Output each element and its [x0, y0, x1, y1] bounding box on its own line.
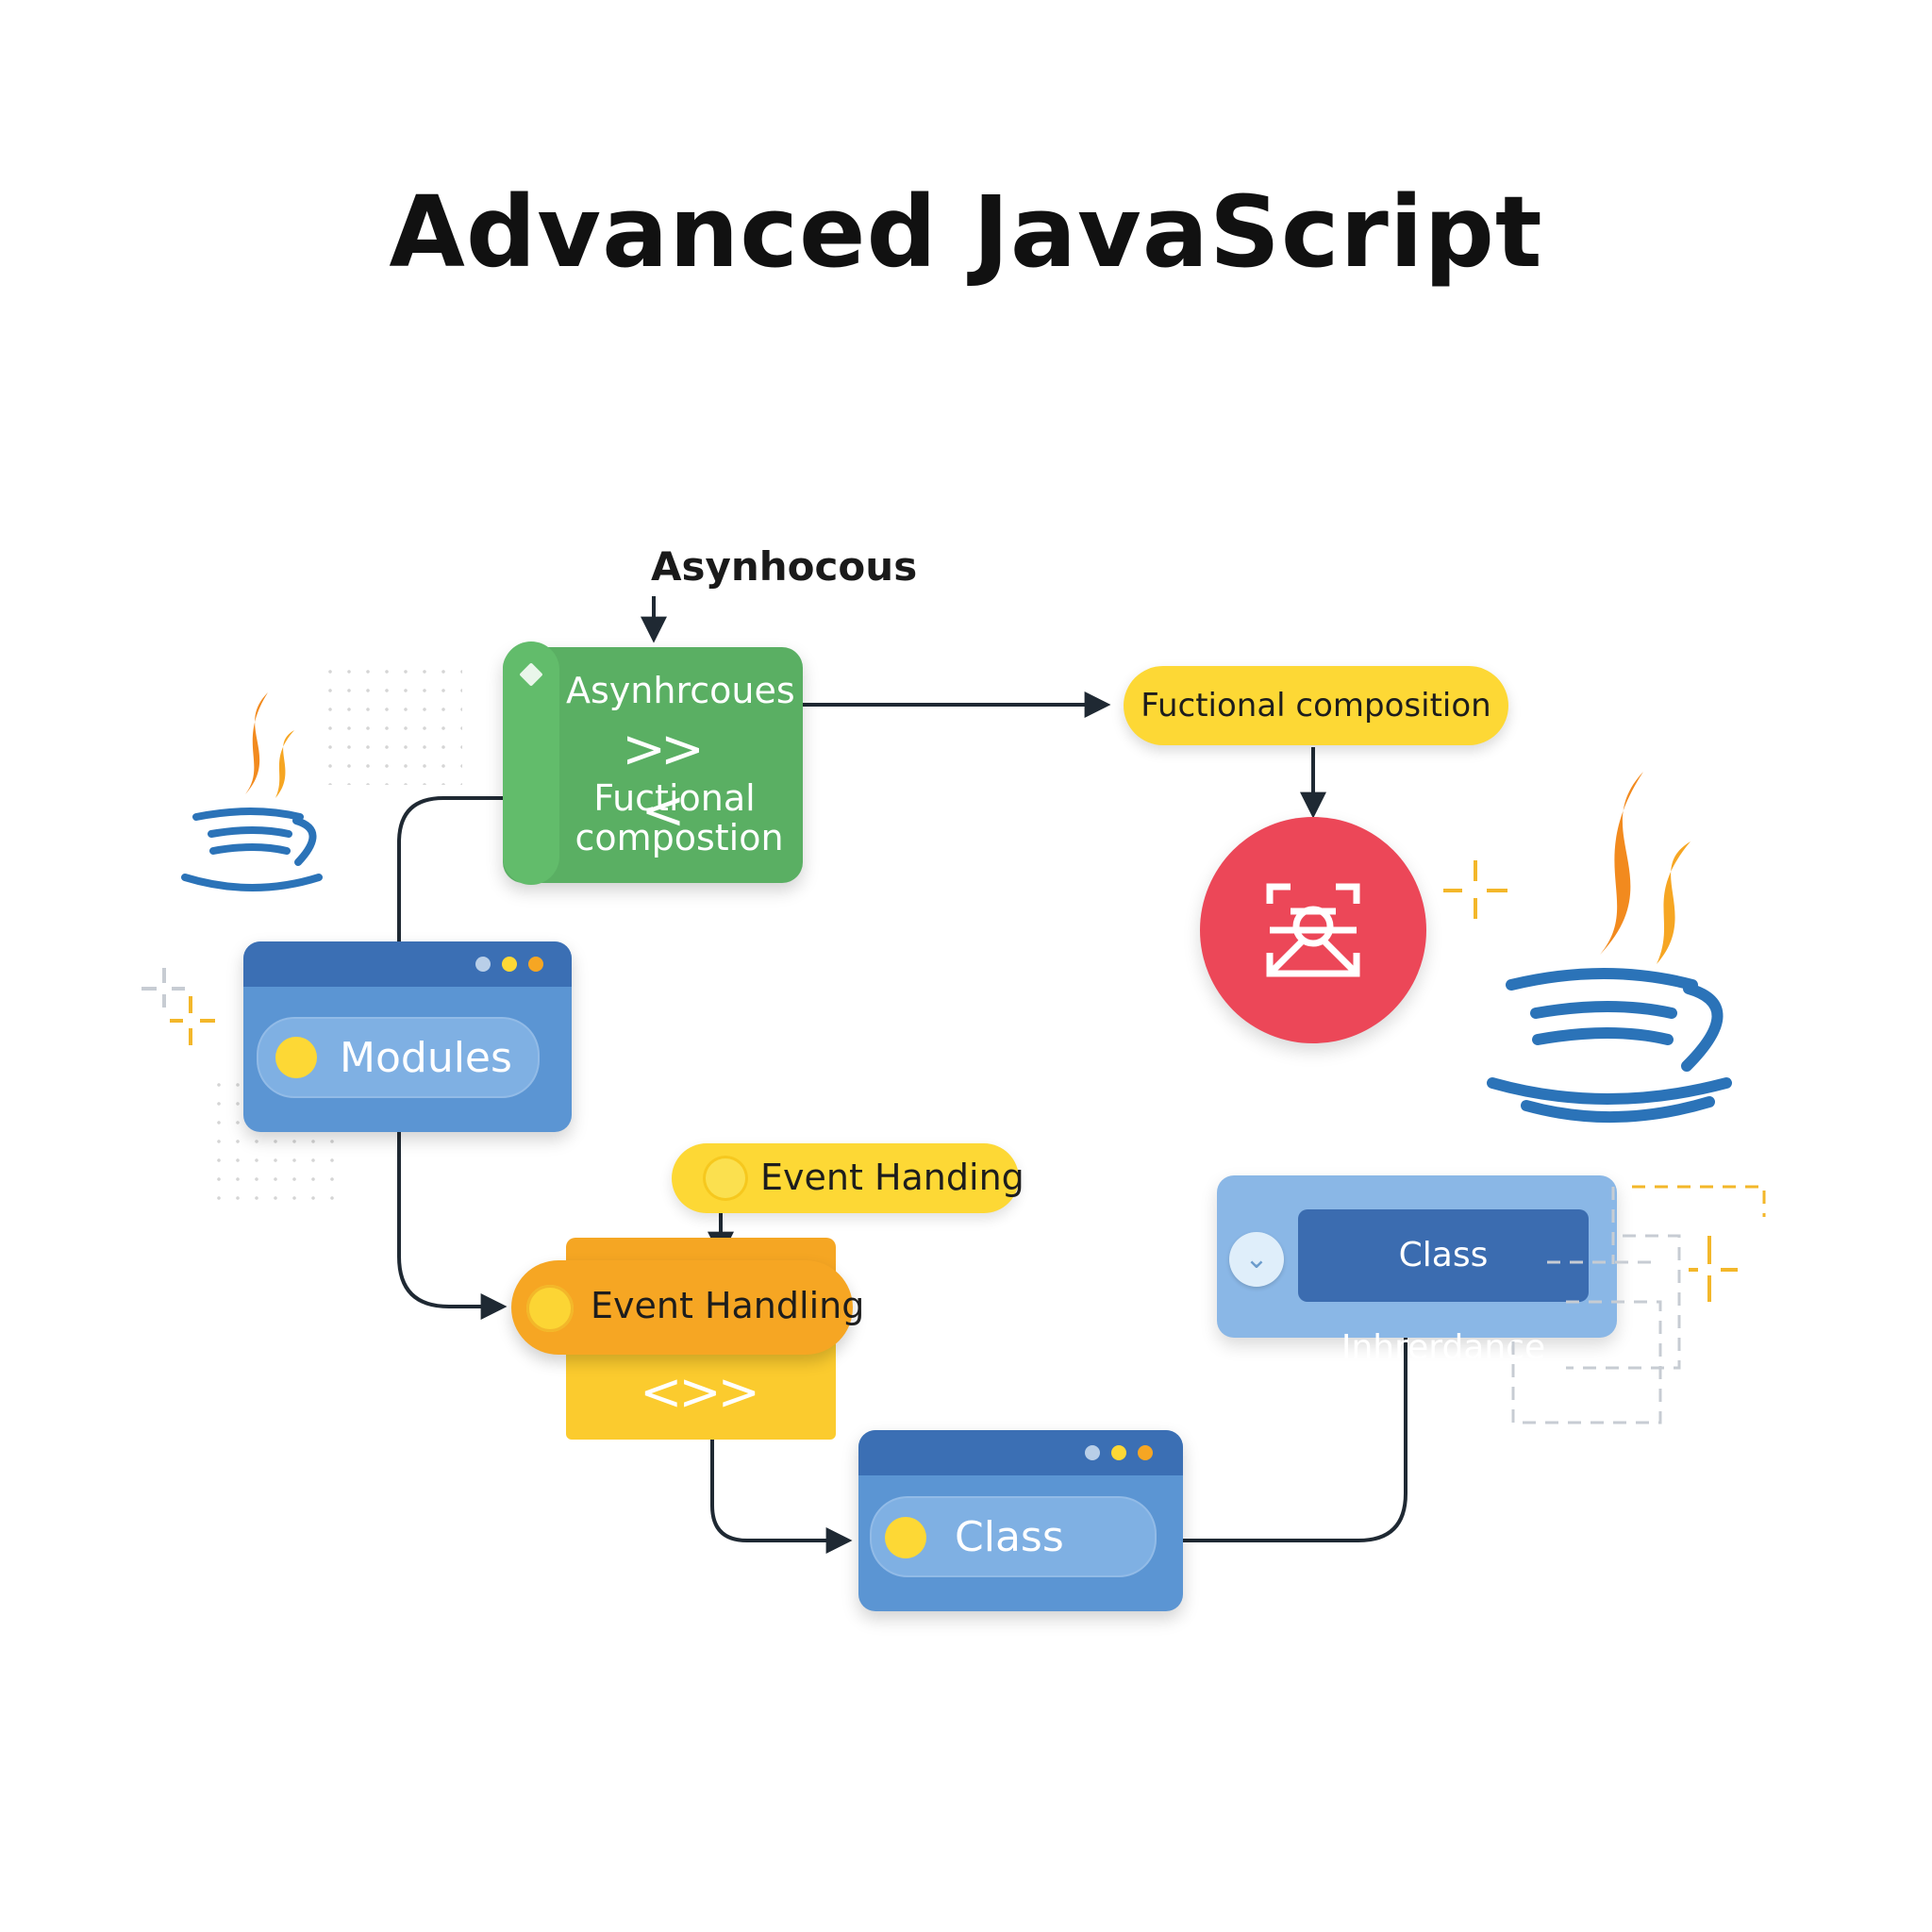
page-title: Advanced JavaScript [389, 175, 1543, 290]
window-dot-orange [528, 957, 543, 972]
class-dot [885, 1517, 926, 1558]
modules-window-bar [243, 941, 572, 987]
camera-frame-icon [1266, 883, 1360, 977]
class-inheritance-label: Class Inhrerdance [1298, 1209, 1589, 1367]
event-handing-label: Event Handing [760, 1157, 1024, 1198]
sparkle-icon [1443, 860, 1507, 919]
arrow-event-to-class [710, 1440, 853, 1554]
modules-dot [275, 1037, 317, 1078]
sparkle-icon [142, 968, 215, 1045]
event-handing-dot [703, 1156, 748, 1201]
class-label: Class [955, 1513, 1064, 1561]
functional-composition-pill[interactable]: Fuctional composition [1124, 666, 1508, 745]
window-dot-orange [1138, 1445, 1153, 1460]
async-card-line3: compostion [575, 817, 784, 858]
class-window-bar [858, 1430, 1183, 1475]
java-logo-icon [181, 692, 323, 891]
connector-card-to-modules [397, 796, 503, 941]
connector-class-to-inheritance [1182, 1338, 1407, 1542]
arrow-modules-to-event [397, 1132, 508, 1320]
window-dot-yellow [502, 957, 517, 972]
code-brackets-icon: <>> [640, 1362, 760, 1422]
modules-window[interactable]: Modules [243, 941, 572, 1132]
async-card-line2: Fuctional [593, 777, 756, 819]
dashed-frame-icon [1511, 1185, 1766, 1424]
event-handling-dot [526, 1285, 574, 1332]
java-logo-icon [1487, 772, 1732, 1124]
window-dot-yellow [1111, 1445, 1126, 1460]
async-label: Asynhocous [651, 543, 918, 590]
class-window[interactable]: Class [858, 1430, 1183, 1611]
async-card-title: Asynhrcoues [566, 670, 795, 711]
event-card-body [566, 1340, 836, 1440]
dot-grid-top-left [321, 662, 462, 785]
chevron-down-icon: ⌄ [1229, 1232, 1284, 1287]
window-dot-gray [475, 957, 491, 972]
modules-label: Modules [340, 1034, 512, 1082]
window-dot-gray [1085, 1445, 1100, 1460]
chevrons-icon: >>< [622, 719, 705, 841]
event-handling-label: Event Handling [591, 1285, 865, 1326]
